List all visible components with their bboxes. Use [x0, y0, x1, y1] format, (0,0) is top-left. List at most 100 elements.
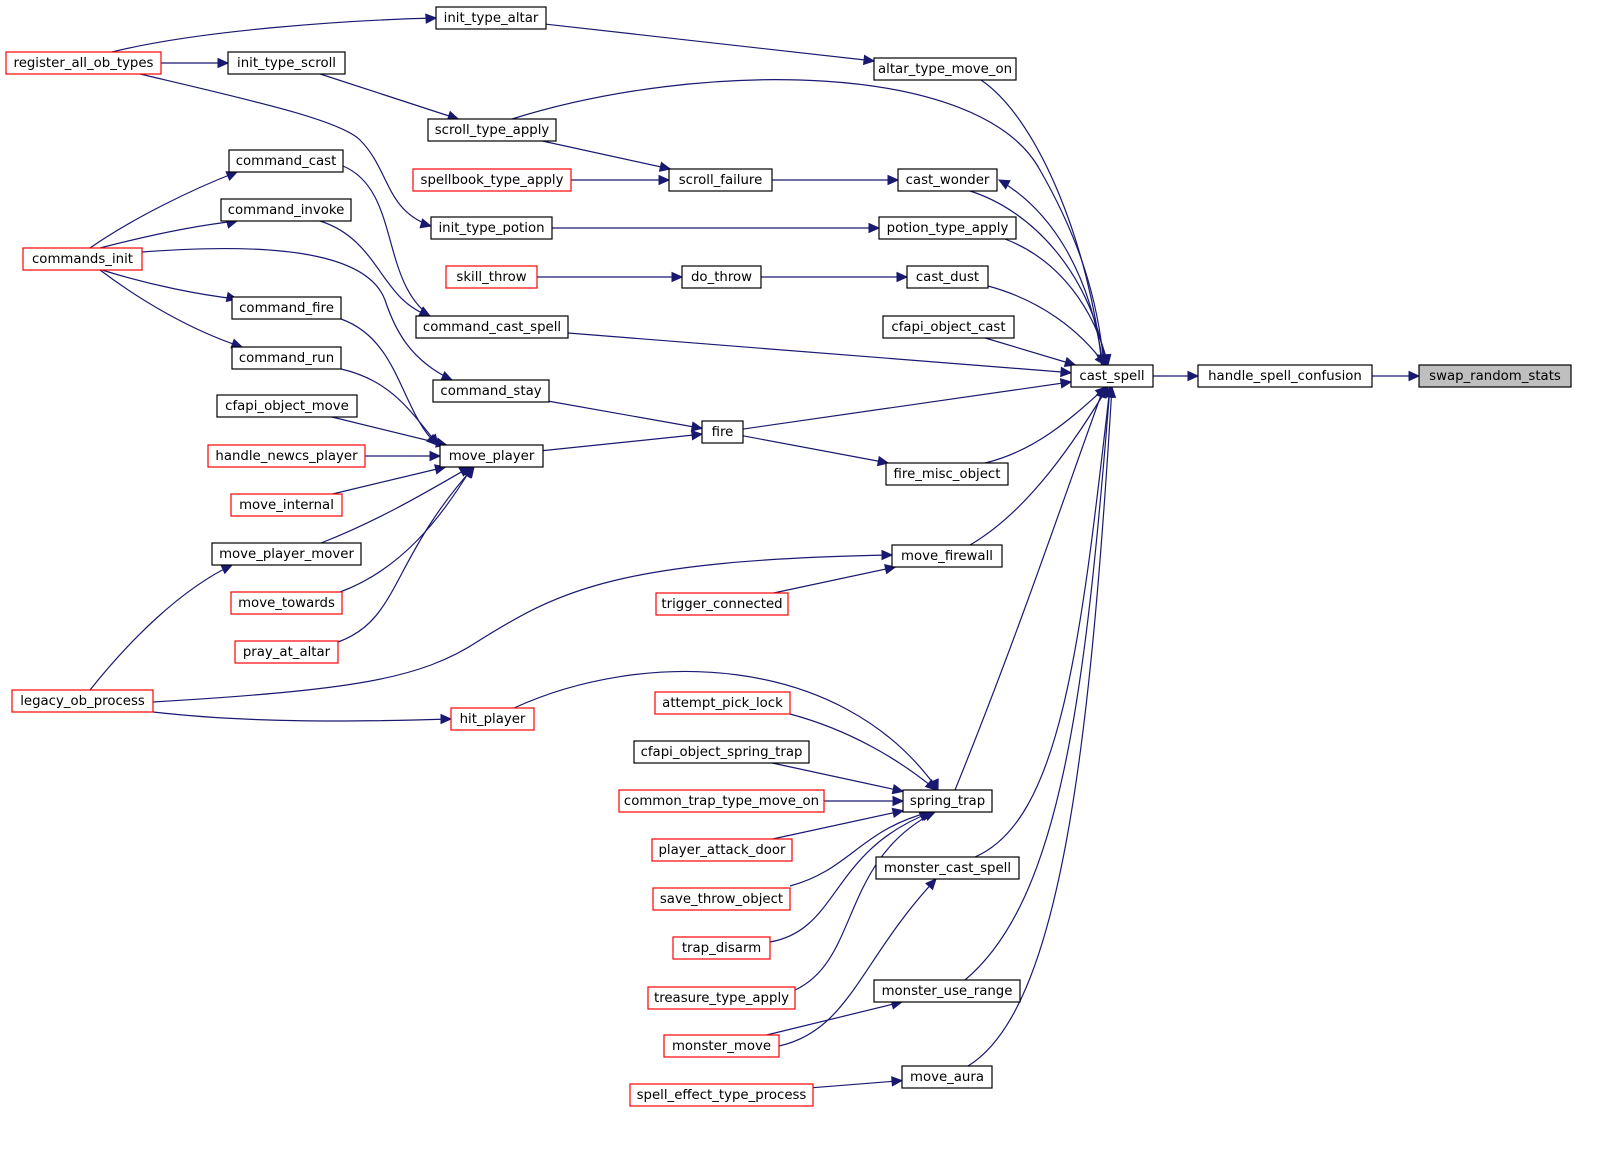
edge-line: [567, 332, 1072, 374]
node-legacy_ob_process[interactable]: legacy_ob_process: [11, 689, 154, 713]
node-commands_init[interactable]: commands_init: [22, 247, 143, 271]
node-box: [647, 986, 796, 1010]
node-cfapi_object_spring_trap[interactable]: cfapi_object_spring_trap: [633, 740, 810, 764]
arrowhead: [1187, 370, 1200, 382]
node-command_run[interactable]: command_run: [231, 346, 342, 370]
node-monster_cast_spell[interactable]: monster_cast_spell: [875, 856, 1020, 880]
edge-line: [1004, 238, 1109, 366]
arrowhead: [419, 218, 433, 229]
arrowhead: [887, 174, 900, 186]
node-layer: swap_random_statshandle_spell_confusionc…: [5, 6, 1572, 1107]
edge-attempt_pick_lock-to-spring_trap: [789, 713, 937, 791]
node-handle_newcs_player[interactable]: handle_newcs_player: [207, 444, 366, 468]
node-box: [432, 379, 550, 403]
node-monster_use_range[interactable]: monster_use_range: [873, 979, 1021, 1003]
node-spellbook_type_apply[interactable]: spellbook_type_apply: [412, 168, 572, 192]
node-label: common_trap_type_move_on: [624, 794, 819, 809]
node-spring_trap[interactable]: spring_trap: [902, 789, 993, 813]
arrowhead: [891, 1076, 904, 1087]
arrowhead: [896, 271, 909, 283]
node-cfapi_object_move[interactable]: cfapi_object_move: [216, 394, 358, 418]
node-handle_spell_confusion[interactable]: handle_spell_confusion: [1197, 364, 1373, 388]
edge-fire-to-cast_spell: [742, 378, 1073, 430]
node-label: cfapi_object_cast: [891, 320, 1005, 335]
node-box: [902, 789, 993, 813]
edge-cast_spell-to-handle_spell_confusion: [1153, 370, 1200, 382]
edge-line: [742, 435, 889, 464]
node-init_type_altar[interactable]: init_type_altar: [435, 6, 547, 30]
node-hit_player[interactable]: hit_player: [450, 707, 535, 731]
node-label: spring_trap: [910, 794, 985, 809]
arrowhead: [881, 549, 894, 561]
edge-legacy_ob_process-to-move_firewall: [152, 549, 894, 703]
node-command_cast[interactable]: command_cast: [228, 149, 344, 173]
node-init_type_potion[interactable]: init_type_potion: [430, 216, 553, 240]
node-move_player_mover[interactable]: move_player_mover: [211, 542, 362, 566]
node-box: [897, 168, 998, 192]
edge-line: [980, 79, 1103, 366]
edge-line: [320, 466, 471, 544]
edge-line: [969, 190, 1107, 366]
node-player_attack_door[interactable]: player_attack_door: [651, 838, 793, 862]
node-potion_type_apply[interactable]: potion_type_apply: [878, 216, 1017, 240]
node-command_fire[interactable]: command_fire: [231, 296, 342, 320]
edge-move_player-to-fire: [542, 429, 704, 452]
node-move_internal[interactable]: move_internal: [230, 493, 343, 517]
node-box: [668, 168, 773, 192]
node-common_trap_type_move_on[interactable]: common_trap_type_move_on: [618, 789, 825, 813]
node-cfapi_object_cast[interactable]: cfapi_object_cast: [882, 315, 1015, 339]
node-swap_random_stats[interactable]: swap_random_stats: [1418, 364, 1572, 388]
node-label: monster_use_range: [882, 984, 1013, 999]
edge-line: [987, 285, 1106, 366]
node-monster_move[interactable]: monster_move: [663, 1034, 780, 1058]
node-trap_disarm[interactable]: trap_disarm: [672, 936, 771, 960]
node-treasure_type_apply[interactable]: treasure_type_apply: [647, 986, 796, 1010]
node-spell_effect_type_process[interactable]: spell_effect_type_process: [629, 1083, 814, 1107]
edge-cfapi_object_cast-to-cast_spell: [985, 337, 1077, 368]
edge-line: [545, 23, 875, 62]
node-command_stay[interactable]: command_stay: [432, 379, 550, 403]
node-label: init_type_potion: [438, 221, 544, 236]
edge-hit_player-to-spring_trap: [513, 670, 939, 792]
node-cast_wonder[interactable]: cast_wonder: [897, 168, 998, 192]
edge-spring_trap-to-cast_spell: [954, 385, 1106, 791]
node-fire[interactable]: fire: [701, 420, 744, 444]
node-command_invoke[interactable]: command_invoke: [220, 198, 352, 222]
node-label: monster_move: [672, 1039, 771, 1054]
node-skill_throw[interactable]: skill_throw: [445, 265, 538, 289]
node-label: fire: [712, 425, 734, 440]
node-register_all_ob_types[interactable]: register_all_ob_types: [5, 51, 162, 75]
node-cast_spell[interactable]: cast_spell: [1070, 364, 1154, 388]
node-scroll_type_apply[interactable]: scroll_type_apply: [427, 118, 557, 142]
node-do_throw[interactable]: do_throw: [681, 265, 762, 289]
node-trigger_connected[interactable]: trigger_connected: [655, 592, 789, 616]
node-label: trigger_connected: [661, 597, 782, 612]
arrowhead: [925, 878, 937, 891]
node-move_player[interactable]: move_player: [439, 444, 544, 468]
node-label: cfapi_object_move: [225, 399, 349, 414]
node-label: init_type_scroll: [237, 56, 336, 71]
node-altar_type_move_on[interactable]: altar_type_move_on: [873, 57, 1017, 81]
node-label: command_invoke: [228, 203, 345, 218]
node-command_cast_spell[interactable]: command_cast_spell: [415, 315, 569, 339]
node-label: save_throw_object: [660, 892, 783, 907]
arrowhead: [868, 222, 881, 234]
node-cast_dust[interactable]: cast_dust: [906, 265, 989, 289]
node-move_towards[interactable]: move_towards: [230, 591, 343, 615]
edge-line: [89, 564, 233, 691]
arrowhead: [892, 795, 905, 807]
node-init_type_scroll[interactable]: init_type_scroll: [227, 51, 346, 75]
node-move_firewall[interactable]: move_firewall: [891, 544, 1003, 568]
edge-register_all_ob_types-to-init_type_scroll: [161, 57, 230, 69]
node-box: [5, 51, 162, 75]
node-label: scroll_type_apply: [435, 123, 550, 138]
edge-scroll_type_apply-to-scroll_failure: [542, 140, 672, 172]
node-save_throw_object[interactable]: save_throw_object: [652, 887, 791, 911]
node-move_aura[interactable]: move_aura: [901, 1065, 993, 1089]
edge-line: [964, 386, 1111, 981]
node-fire_misc_object[interactable]: fire_misc_object: [885, 462, 1009, 486]
node-attempt_pick_lock[interactable]: attempt_pick_lock: [654, 691, 791, 715]
node-scroll_failure[interactable]: scroll_failure: [668, 168, 773, 192]
edge-commands_init-to-command_run: [99, 269, 244, 349]
node-pray_at_altar[interactable]: pray_at_altar: [234, 640, 339, 664]
